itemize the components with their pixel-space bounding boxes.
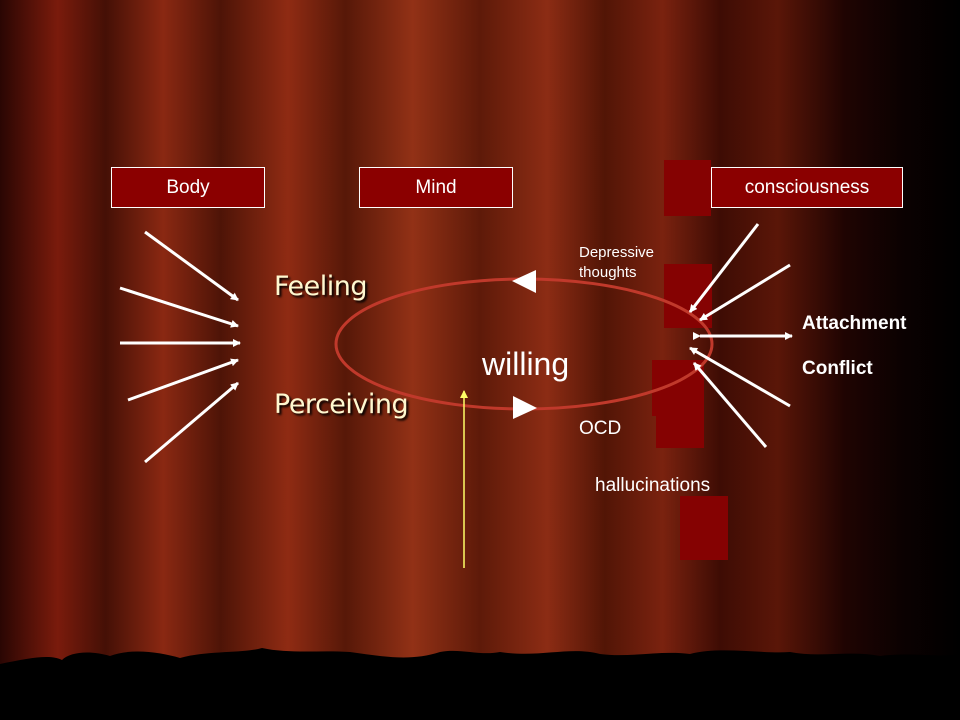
input-arrow <box>119 286 239 328</box>
input-arrow <box>144 230 239 302</box>
consciousness-box: consciousness <box>711 167 903 208</box>
consciousness-arrow <box>699 263 791 322</box>
body-box: Body <box>111 167 265 208</box>
attachment-label: Attachment <box>802 313 907 334</box>
decor-square <box>664 160 711 216</box>
perceiving-label: Perceiving <box>274 389 409 420</box>
depressive-thoughts-label: Depressive thoughts <box>579 244 655 281</box>
consciousness-arrow <box>688 223 760 313</box>
consciousness-arrow <box>689 346 791 408</box>
consciousness-arrow <box>692 362 768 448</box>
cycle-arrowhead-top <box>512 270 536 293</box>
hallucinations-label: hallucinations <box>595 475 711 496</box>
ocd-label: OCD <box>579 418 622 439</box>
input-arrow <box>144 381 239 464</box>
decor-square <box>680 496 728 560</box>
mind-box: Mind <box>359 167 513 208</box>
curtain-fringe <box>0 648 960 720</box>
willing-label: willing <box>482 346 570 382</box>
input-arrow <box>127 358 239 402</box>
feeling-label: Feeling <box>274 271 368 302</box>
cycle-arrowhead-bottom <box>513 396 537 419</box>
decor-square <box>656 410 704 448</box>
conflict-label: Conflict <box>802 358 873 379</box>
